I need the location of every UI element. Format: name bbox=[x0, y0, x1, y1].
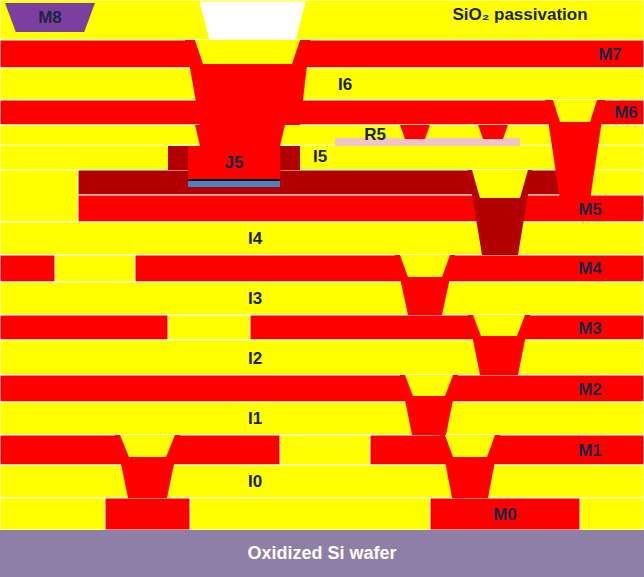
layer-name: I4 bbox=[248, 230, 262, 247]
layer-name: I2 bbox=[248, 350, 262, 367]
resistor-name: R5 bbox=[364, 126, 386, 143]
layer-name: M1 bbox=[578, 442, 602, 459]
layer-name: M3 bbox=[578, 320, 602, 337]
layer-name: M6 bbox=[614, 104, 638, 121]
layer-name: M4 bbox=[578, 260, 602, 277]
node-label: J5 bbox=[225, 153, 244, 173]
node-label: Oxidized Si wafer bbox=[247, 543, 396, 564]
layer-name: M5 bbox=[578, 201, 602, 218]
junction-box: J5 bbox=[188, 146, 280, 179]
layer-name: I6 bbox=[338, 76, 352, 93]
layer-name: I1 bbox=[248, 410, 262, 427]
layer-name: SiO₂ passivation bbox=[452, 6, 587, 23]
metal-pad: M8 bbox=[5, 3, 95, 32]
layer-name: I5 bbox=[313, 148, 327, 165]
layer-name: I3 bbox=[248, 290, 262, 307]
layer-name: M0 bbox=[493, 506, 517, 523]
layer-name: M2 bbox=[578, 381, 602, 398]
layer-name: M7 bbox=[598, 46, 622, 63]
wafer-band: Oxidized Si wafer bbox=[0, 530, 644, 577]
node-label: M8 bbox=[38, 8, 62, 28]
layer-name: I0 bbox=[248, 473, 262, 490]
